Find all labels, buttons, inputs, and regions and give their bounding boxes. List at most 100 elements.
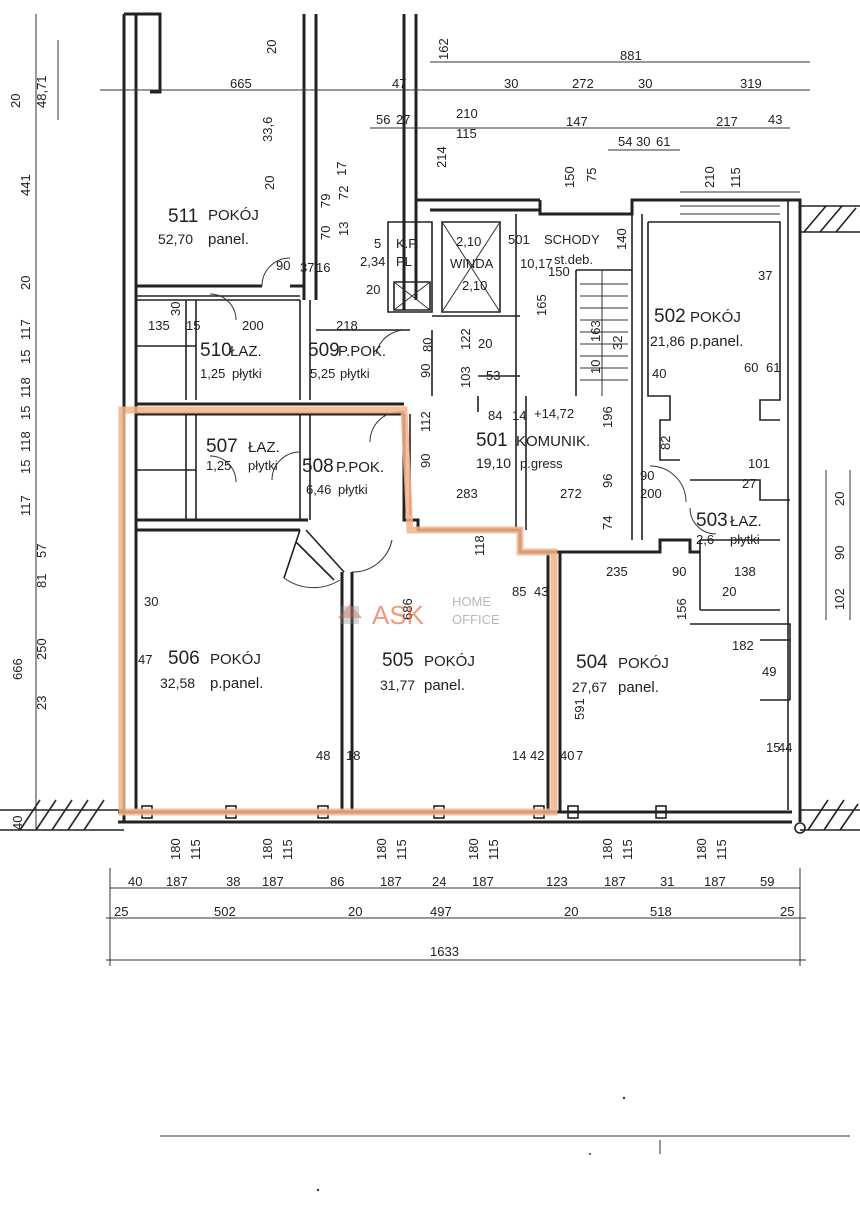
svg-text:180: 180 — [374, 838, 389, 860]
svg-text:30: 30 — [168, 302, 183, 316]
svg-text:30: 30 — [636, 134, 650, 149]
svg-text:płytki: płytki — [248, 458, 278, 473]
svg-text:503: 503 — [696, 510, 728, 531]
svg-text:508: 508 — [302, 456, 334, 477]
level-mark: +14,72 — [534, 406, 574, 421]
svg-text:6,46: 6,46 — [306, 482, 331, 497]
svg-text:20: 20 — [564, 904, 578, 919]
svg-text:518: 518 — [650, 904, 672, 919]
svg-text:24: 24 — [432, 874, 446, 889]
svg-text:90: 90 — [832, 546, 847, 560]
room-511: 511 POKÓJ 52,70 panel. — [158, 206, 259, 248]
room-507: 507 ŁAZ. 1,25 płytki — [206, 436, 280, 473]
svg-text:187: 187 — [262, 874, 284, 889]
svg-text:686: 686 — [400, 598, 415, 620]
svg-text:HOME: HOME — [452, 594, 491, 609]
svg-text:płytki: płytki — [232, 366, 262, 381]
svg-text:ŁAZ.: ŁAZ. — [248, 439, 280, 456]
svg-text:POKÓJ: POKÓJ — [618, 655, 669, 672]
svg-text:19,10: 19,10 — [476, 455, 511, 471]
svg-text:272: 272 — [572, 76, 594, 91]
svg-text:505: 505 — [382, 650, 414, 671]
svg-text:122: 122 — [458, 328, 473, 350]
svg-text:25: 25 — [780, 904, 794, 919]
svg-text:20: 20 — [264, 40, 279, 54]
svg-text:5: 5 — [374, 236, 381, 251]
svg-text:20: 20 — [18, 276, 33, 290]
svg-text:15: 15 — [18, 406, 33, 420]
svg-text:1,25: 1,25 — [200, 366, 225, 381]
svg-text:80: 80 — [420, 338, 435, 352]
svg-text:156: 156 — [674, 598, 689, 620]
room-503: 503 ŁAZ. 2,6 płytki — [696, 510, 762, 547]
svg-text:117: 117 — [18, 495, 33, 516]
room-506: 506 POKÓJ 32,58 p.panel. — [160, 648, 263, 692]
svg-text:180: 180 — [466, 838, 481, 860]
svg-text:43: 43 — [768, 112, 782, 127]
svg-text:56: 56 — [376, 112, 390, 127]
svg-text:218: 218 — [336, 318, 358, 333]
svg-text:K.P.: K.P. — [396, 236, 419, 251]
dims-top: 881 665 47 30 272 30 319 56 27 210 115 1… — [230, 48, 782, 149]
svg-text:49: 49 — [762, 664, 776, 679]
svg-text:33,6: 33,6 — [260, 117, 275, 142]
svg-text:panel.: panel. — [424, 677, 465, 694]
room-505: 505 POKÓJ 31,77 panel. — [380, 650, 475, 694]
svg-text:20: 20 — [478, 336, 492, 351]
svg-text:217: 217 — [716, 114, 738, 129]
svg-text:118: 118 — [472, 535, 487, 556]
svg-text:502: 502 — [654, 306, 686, 327]
svg-text:118: 118 — [18, 431, 33, 452]
svg-text:5,25: 5,25 — [310, 366, 335, 381]
svg-text:27,67: 27,67 — [572, 679, 607, 695]
svg-text:115: 115 — [714, 839, 729, 860]
svg-text:32,58: 32,58 — [160, 675, 195, 691]
svg-text:32: 32 — [610, 336, 625, 350]
svg-text:511: 511 — [168, 206, 198, 227]
svg-text:115: 115 — [728, 167, 743, 188]
svg-text:96: 96 — [600, 474, 615, 488]
svg-text:54: 54 — [618, 134, 632, 149]
svg-text:P.POK.: P.POK. — [338, 343, 386, 360]
svg-text:21,86: 21,86 — [650, 333, 685, 349]
svg-text:75: 75 — [584, 168, 599, 182]
svg-text:40: 40 — [652, 366, 666, 381]
svg-text:2,6: 2,6 — [696, 532, 714, 547]
svg-text:163: 163 — [588, 320, 603, 342]
svg-text:P.POK.: P.POK. — [336, 459, 384, 476]
svg-text:187: 187 — [704, 874, 726, 889]
dims-bottom-row2: 25 502 20 497 20 518 25 — [114, 904, 794, 919]
svg-text:panel.: panel. — [618, 679, 659, 696]
svg-text:15: 15 — [186, 318, 200, 333]
room-508: 508 P.POK. 6,46 płytki — [302, 456, 384, 497]
room-502: 502 POKÓJ 21,86 p.panel. — [650, 306, 743, 350]
svg-text:17: 17 — [334, 162, 349, 176]
svg-text:15: 15 — [18, 350, 33, 364]
svg-text:123: 123 — [546, 874, 568, 889]
svg-text:187: 187 — [380, 874, 402, 889]
svg-text:510: 510 — [200, 340, 232, 361]
svg-text:43: 43 — [534, 584, 548, 599]
svg-text:płytki: płytki — [730, 532, 760, 547]
svg-text:180: 180 — [168, 838, 183, 860]
svg-text:47: 47 — [392, 76, 406, 91]
svg-text:115: 115 — [188, 839, 203, 860]
svg-text:48,71: 48,71 — [34, 75, 49, 108]
svg-text:135: 135 — [148, 318, 170, 333]
svg-text:147: 147 — [566, 114, 588, 129]
svg-text:70: 70 — [318, 226, 333, 240]
svg-text:102: 102 — [832, 588, 847, 610]
svg-text:30: 30 — [144, 594, 158, 609]
svg-text:WINDA: WINDA — [450, 256, 494, 271]
svg-text:81: 81 — [34, 574, 49, 588]
svg-text:ŁAZ.: ŁAZ. — [230, 343, 262, 360]
svg-text:POKÓJ: POKÓJ — [690, 309, 741, 326]
svg-text:ASK: ASK — [372, 600, 425, 630]
svg-text:14: 14 — [512, 748, 526, 763]
svg-text:płytki: płytki — [340, 366, 370, 381]
svg-text:31,77: 31,77 — [380, 677, 415, 693]
svg-text:st.deb.: st.deb. — [554, 252, 593, 267]
svg-text:250: 250 — [34, 638, 49, 660]
svg-text:881: 881 — [620, 48, 642, 63]
